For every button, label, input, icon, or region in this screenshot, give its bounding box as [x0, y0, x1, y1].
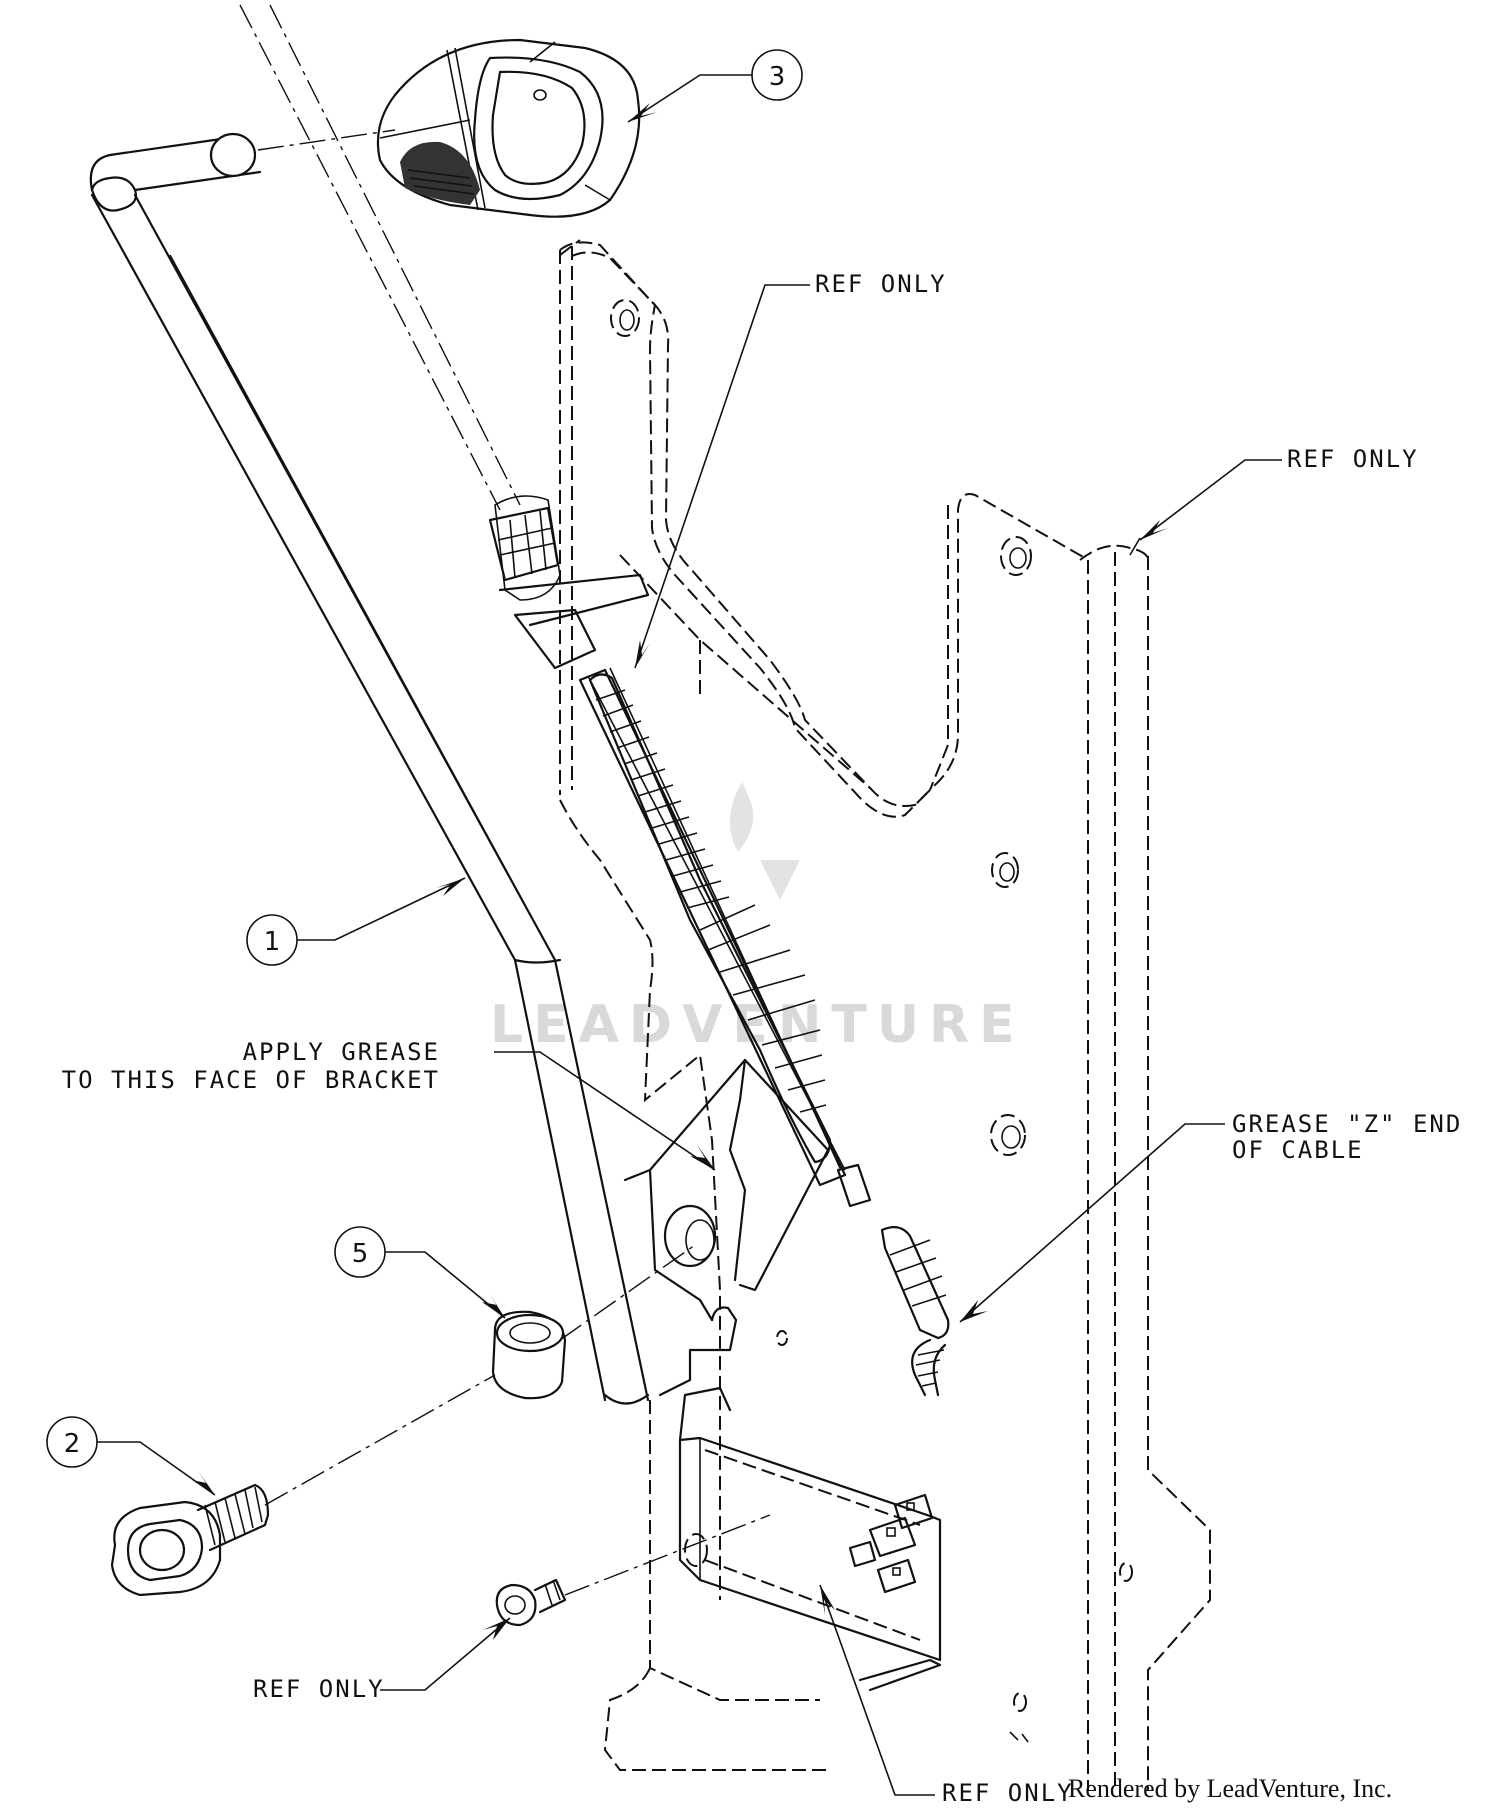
part-3-grip: [376, 38, 641, 218]
part-2-bolt: [110, 1483, 270, 1597]
note-ref-only-frame: REF ONLY: [1139, 445, 1419, 541]
pivot-bracket: [559, 799, 1029, 1771]
note-apply-grease-line1: APPLY GREASE: [243, 1038, 440, 1066]
callout-5: 5: [334, 1226, 506, 1319]
rendered-by-credit: Rendered by LeadVenture, Inc.: [1068, 1774, 1393, 1803]
callout-3: 3: [627, 49, 803, 123]
note-ref-only-switch-text: REF ONLY: [942, 1779, 1074, 1807]
note-grease-z-end: GREASE "Z" END OF CABLE: [959, 1110, 1462, 1323]
frame-channel: [1013, 537, 1211, 1790]
note-grease-z-line1: GREASE "Z" END: [1232, 1110, 1462, 1138]
note-ref-only-screw: REF ONLY: [253, 1617, 511, 1703]
note-ref-only-cable-text: REF ONLY: [815, 270, 947, 298]
callout-5-number: 5: [352, 1239, 369, 1269]
ref-screw: [495, 1578, 567, 1627]
callout-3-number: 3: [769, 62, 786, 92]
part-5-spacer: [491, 1310, 567, 1400]
callout-2-number: 2: [64, 1429, 81, 1459]
note-apply-grease-line2: TO THIS FACE OF BRACKET: [62, 1066, 440, 1094]
upper-bracket: [559, 239, 1086, 1156]
assembly-centerlines: [257, 129, 771, 1596]
callout-1: 1: [246, 877, 466, 966]
watermark-flame-icon: [729, 782, 800, 900]
note-grease-z-line2: OF CABLE: [1232, 1136, 1364, 1164]
note-apply-grease: APPLY GREASE TO THIS FACE OF BRACKET: [62, 1038, 716, 1171]
bracket-face: [623, 1058, 830, 1397]
note-ref-only-switch: REF ONLY: [819, 1584, 1074, 1807]
callout-1-number: 1: [264, 927, 281, 957]
cable-assembly: [239, 4, 950, 1397]
note-ref-only-screw-text: REF ONLY: [253, 1675, 385, 1703]
switch-terminals: [848, 1493, 934, 1594]
switch: [678, 1386, 942, 1692]
cable-boot: [588, 673, 832, 1164]
note-ref-only-frame-text: REF ONLY: [1287, 445, 1419, 473]
callout-2: 2: [46, 1416, 216, 1496]
part-1-handle: [89, 132, 650, 1405]
watermark: LEADVENTURE: [490, 782, 1015, 1055]
note-ref-only-cable: REF ONLY: [634, 270, 947, 669]
